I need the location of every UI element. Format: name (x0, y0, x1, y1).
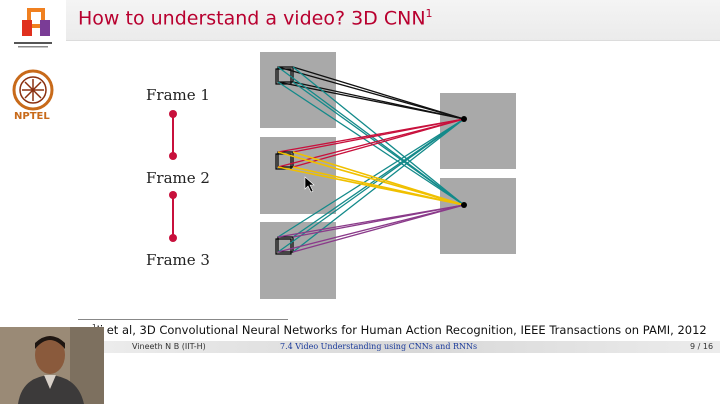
frame-label-3: Frame 3 (146, 251, 210, 269)
iith-logo (14, 8, 52, 48)
purple-connections (277, 204, 465, 253)
footer-author: Vineeth N B (IIT-H) (132, 342, 206, 351)
input-frame-1 (260, 52, 336, 128)
frame-dot (169, 152, 177, 160)
footnote: 1Ji et al, 3D Convolutional Neural Netwo… (92, 323, 707, 337)
title-footnote-mark: 1 (425, 7, 433, 20)
footer-section: 7.4 Video Understanding using CNNs and R… (280, 342, 478, 351)
frame-dot (169, 234, 177, 242)
slide-title-text: How to understand a video? 3D CNN (78, 7, 426, 30)
black-connections (277, 66, 465, 120)
footer-bar: Vineeth N B (IIT-H) 7.4 Video Understand… (104, 341, 720, 353)
nptel-label: NPTEL (14, 111, 50, 122)
footnote-rule (78, 319, 288, 320)
footer-page: 9 / 16 (690, 342, 714, 351)
nptel-logo (12, 69, 54, 111)
crimson-connections (277, 118, 465, 168)
title-bar (66, 0, 720, 41)
input-frame-3 (260, 222, 336, 299)
footnote-text: Ji et al, 3D Convolutional Neural Networ… (96, 323, 707, 337)
output-node-1 (461, 116, 467, 122)
logo-panel: NPTEL (0, 0, 66, 130)
frame-dot (169, 110, 177, 118)
output-map-1 (440, 93, 516, 169)
frame-label-1: Frame 1 (146, 86, 210, 104)
slide-title: How to understand a video? 3D CNN1 (78, 7, 433, 29)
yellow-connections (277, 151, 465, 206)
frame-label-2: Frame 2 (146, 169, 210, 187)
frame-dot (169, 191, 177, 199)
kernel-patch-3 (277, 236, 294, 253)
output-map-2 (440, 178, 516, 254)
cnn-diagram (169, 52, 516, 299)
presenter-silhouette (0, 327, 104, 404)
kernel-patch-2 (277, 151, 294, 168)
kernel-patch-3 (275, 238, 292, 255)
mouse-cursor-icon (304, 176, 315, 193)
presenter-video (0, 327, 104, 404)
output-node-2 (461, 202, 467, 208)
kernel-patch-1 (277, 66, 294, 83)
